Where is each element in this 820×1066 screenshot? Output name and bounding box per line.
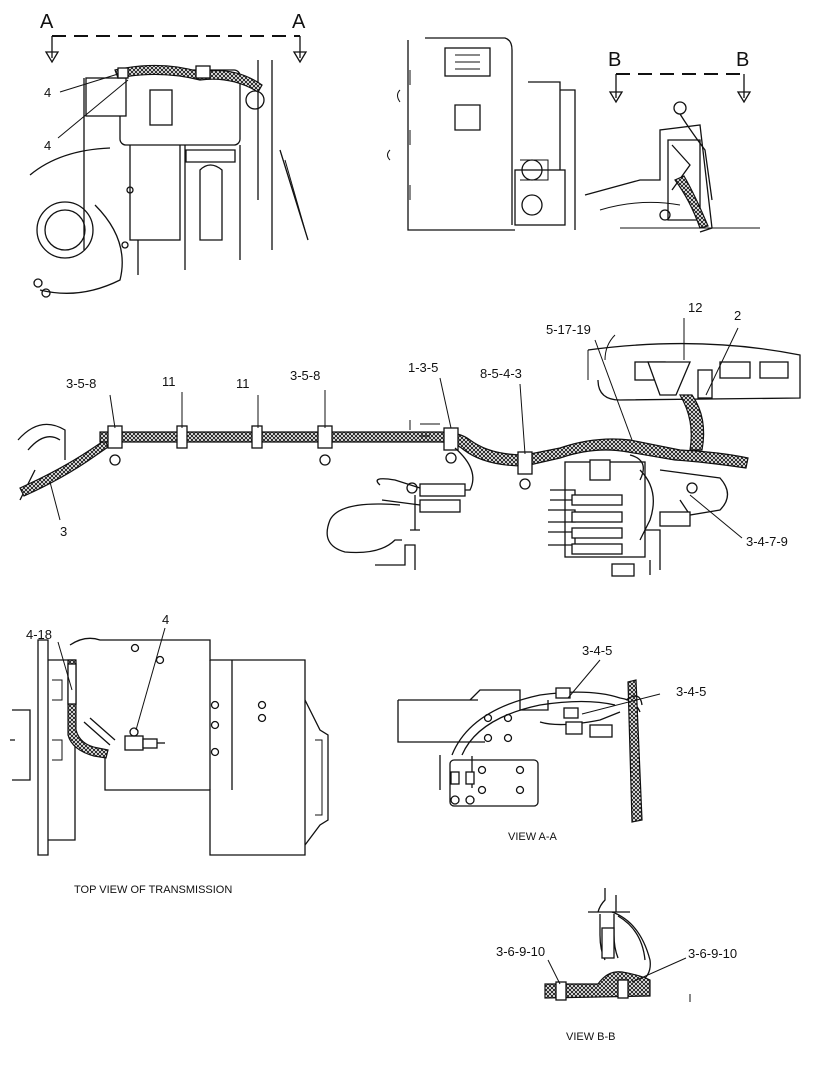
detail-frame-mount [387,37,576,231]
main-harness-assembly: 3-5-8 11 11 3-5-8 1-3-5 8-5-4-3 5-17-19 … [17,300,801,577]
callout-4-transmission: 4 [162,612,169,627]
view-b-b: 3-6-9-10 3-6-9-10 VIEW B-B [496,888,737,1043]
callout-4-18: 4-18 [26,627,52,642]
section-a-right-label: A [292,11,306,33]
clip-4 [317,425,333,466]
callout-2: 2 [734,308,741,323]
section-b-left-label: B [608,49,621,71]
detail-section-a: A A 4 4 [29,11,309,298]
harness-segment [674,175,709,229]
clip-5 [443,427,459,464]
view-bb-title: VIEW B-B [566,1031,616,1043]
callout-8-5-4-3: 8-5-4-3 [480,366,522,381]
section-a-left-label: A [40,11,54,33]
top-view-transmission: 4-18 4 TOP VIEW OF TRANSMISSION [10,612,329,896]
callout-3-4-5-right: 3-4-5 [676,684,706,699]
callout-12: 12 [688,300,702,315]
view-aa-harness [627,679,643,823]
callout-3-5-8-mid: 3-5-8 [290,368,320,383]
callout-3-4-5-top: 3-4-5 [582,643,612,658]
clip-1 [107,425,123,466]
callout-3-4-7-9: 3-4-7-9 [746,534,788,549]
callout-1-3-5: 1-3-5 [408,360,438,375]
callout-4-top: 4 [44,85,51,100]
clip-6 [517,451,533,490]
callout-3: 3 [60,524,67,539]
callout-3-6-9-10-left: 3-6-9-10 [496,944,545,959]
main-harness-hose [99,431,749,469]
callout-11-a: 11 [162,374,176,389]
callout-5-17-19: 5-17-19 [546,322,591,337]
top-view-title: TOP VIEW OF TRANSMISSION [74,884,232,896]
callout-11-b: 11 [236,376,250,391]
part-12-housing [647,361,691,396]
harness-branch-left [19,439,109,497]
clip-3 [251,425,263,449]
harness-segment [114,64,263,93]
clip-2 [176,425,188,449]
view-aa-title: VIEW A-A [508,831,558,843]
callout-3-6-9-10-right: 3-6-9-10 [688,946,737,961]
detail-section-b: B B [584,49,760,233]
view-a-a: 3-4-5 3-4-5 VIEW A-A [397,643,706,843]
callout-4-bottom: 4 [44,138,51,153]
callout-3-5-8-left: 3-5-8 [66,376,96,391]
section-b-right-label: B [736,49,749,71]
